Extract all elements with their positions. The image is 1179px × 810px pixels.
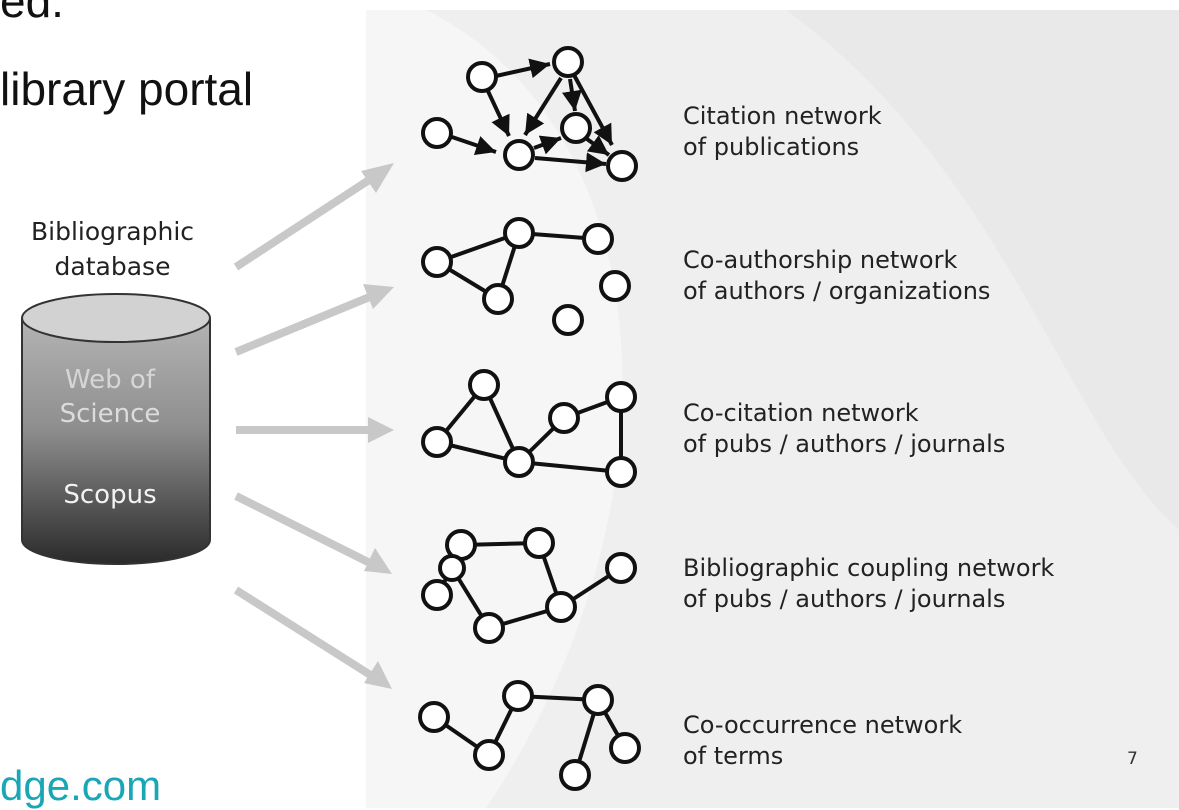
network-subtitle: of publications bbox=[683, 133, 860, 161]
arrow-to-citation bbox=[233, 163, 394, 271]
citation-node bbox=[552, 46, 584, 78]
cocitation-node bbox=[605, 381, 637, 413]
network-subtitle: of pubs / authors / journals bbox=[683, 430, 1006, 458]
bibliographic-coupling-network-graph bbox=[421, 527, 637, 644]
coauthorship-node bbox=[599, 270, 631, 302]
coupling-node bbox=[421, 579, 453, 611]
network-title: Co-citation network bbox=[683, 399, 919, 427]
network-title: Co-occurrence network bbox=[683, 711, 963, 739]
network-subtitle: of pubs / authors / journals bbox=[683, 585, 1006, 613]
network-label-cocitation: Co-citation network of pubs / authors / … bbox=[683, 398, 1005, 460]
slide-link-fragment[interactable]: dge.com bbox=[0, 762, 162, 809]
network-label-bibliographic-coupling: Bibliographic coupling network of pubs /… bbox=[683, 553, 1054, 615]
coupling-node bbox=[473, 612, 505, 644]
coupling-node bbox=[438, 554, 466, 582]
cooccurrence-node bbox=[418, 701, 450, 733]
network-title: Bibliographic coupling network bbox=[683, 554, 1055, 582]
coauthorship-node bbox=[582, 223, 614, 255]
cooccurrence-node bbox=[559, 759, 591, 791]
network-label-cooccurrence: Co-occurrence network of terms bbox=[683, 710, 962, 772]
network-label-citation: Citation network of publications bbox=[683, 101, 882, 163]
cocitation-node bbox=[605, 456, 637, 488]
cocitation-node bbox=[468, 369, 500, 401]
cooccurrence-network-graph bbox=[418, 680, 641, 791]
arrow-to-cooccurrence bbox=[233, 586, 392, 689]
cooccurrence-node bbox=[582, 684, 614, 716]
cocitation-network-graph bbox=[421, 369, 637, 488]
arrow-to-coauthorship bbox=[234, 284, 394, 356]
background-panel bbox=[366, 10, 1179, 808]
network-label-coauthorship: Co-authorship network of authors / organ… bbox=[683, 245, 990, 307]
citation-node bbox=[421, 117, 453, 149]
network-subtitle: of terms bbox=[683, 742, 784, 770]
arrow-to-bibliographic-coupling bbox=[234, 492, 392, 574]
coauthorship-node bbox=[552, 304, 584, 336]
citation-node bbox=[503, 139, 535, 171]
database-label-line1: Bibliographic bbox=[30, 217, 195, 246]
coauthorship-node bbox=[421, 246, 453, 278]
coauthorship-node bbox=[503, 217, 535, 249]
coupling-node bbox=[605, 552, 637, 584]
cocitation-node bbox=[548, 402, 580, 434]
slide-text-fragment-portal: library portal bbox=[0, 63, 254, 115]
database-cylinder-icon bbox=[21, 293, 211, 565]
source-scopus: Scopus bbox=[63, 480, 157, 510]
citation-node bbox=[606, 150, 638, 182]
coupling-node bbox=[523, 527, 555, 559]
coauthorship-network-graph bbox=[421, 217, 631, 336]
database-label-line2: database bbox=[54, 252, 171, 281]
cocitation-node bbox=[421, 426, 453, 458]
cooccurrence-node bbox=[473, 739, 505, 771]
arrow-to-cocitation bbox=[236, 417, 394, 443]
citation-node bbox=[560, 112, 592, 144]
network-title: Citation network bbox=[683, 102, 882, 130]
citation-node bbox=[466, 61, 498, 93]
source-web-of-science-line1: Web of bbox=[64, 365, 155, 395]
coupling-node bbox=[545, 591, 577, 623]
page-number: 7 bbox=[1127, 749, 1138, 769]
citation-network-graph bbox=[421, 46, 638, 182]
coauthorship-node bbox=[482, 283, 514, 315]
network-subtitle: of authors / organizations bbox=[683, 277, 991, 305]
slide-text-fragment-top: ed. bbox=[0, 0, 64, 27]
cocitation-node bbox=[503, 446, 535, 478]
cooccurrence-node bbox=[609, 732, 641, 764]
cooccurrence-node bbox=[502, 680, 534, 712]
source-web-of-science-line2: Science bbox=[59, 399, 161, 429]
network-title: Co-authorship network bbox=[683, 246, 958, 274]
